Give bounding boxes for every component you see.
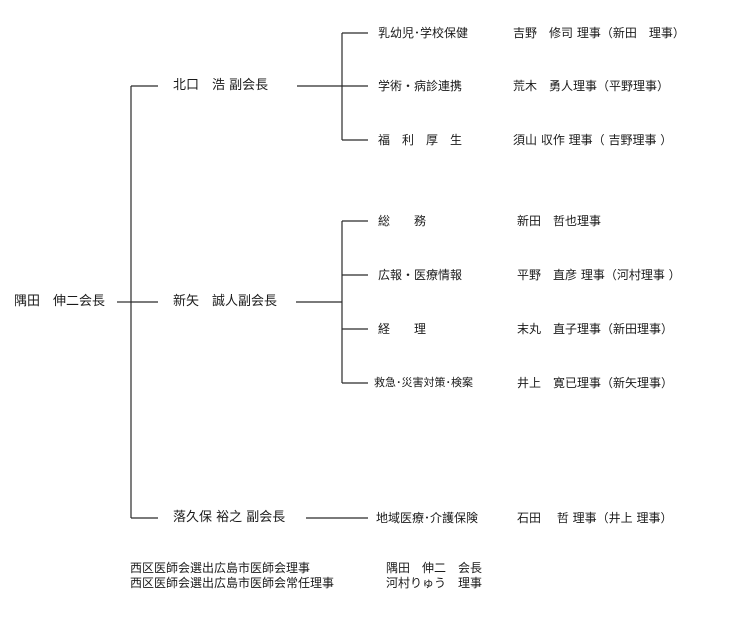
president-label: 隅田 伸二会長 — [14, 294, 106, 309]
department-2-4: 救急･災害対策･検案 — [374, 376, 473, 389]
department-2-2: 広報・医療情報 — [378, 268, 463, 282]
department-2-1: 総 務 — [378, 214, 427, 228]
director-3-1: 石田 哲 理事（井上 理事） — [517, 511, 673, 525]
director-2-3: 末丸 直子理事（新田理事） — [517, 322, 674, 336]
footer-label-1: 西区医師会選出広島市医師会理事 — [130, 561, 311, 575]
director-2-2: 平野 直彦 理事（河村理事 ） — [517, 268, 681, 282]
vice-president-2: 新矢 誠人副会長 — [173, 294, 278, 309]
director-2-1: 新田 哲也理事 — [517, 214, 602, 228]
department-1-3: 福 利 厚 生 — [378, 133, 463, 147]
department-2-3: 経 理 — [378, 322, 427, 336]
footer-value-1: 隅田 伸二 会長 — [386, 561, 483, 575]
department-3-1: 地域医療･介護保険 — [376, 511, 479, 525]
department-1-1: 乳幼児･学校保健 — [378, 26, 469, 40]
director-1-1: 吉野 修司 理事（新田 理事） — [513, 26, 685, 40]
footer-value-2: 河村りゅう 理事 — [386, 576, 483, 590]
vice-president-3: 落久保 裕之 副会長 — [173, 510, 286, 525]
vice-president-1: 北口 浩 副会長 — [173, 78, 269, 93]
department-1-2: 学術・病診連携 — [378, 79, 463, 93]
footer-label-2: 西区医師会選出広島市医師会常任理事 — [130, 576, 335, 590]
director-1-3: 須山 収作 理事（ 吉野理事 ） — [513, 133, 673, 147]
director-2-4: 井上 寛已理事（新矢理事） — [517, 376, 674, 390]
director-1-2: 荒木 勇人理事（平野理事） — [513, 79, 670, 93]
